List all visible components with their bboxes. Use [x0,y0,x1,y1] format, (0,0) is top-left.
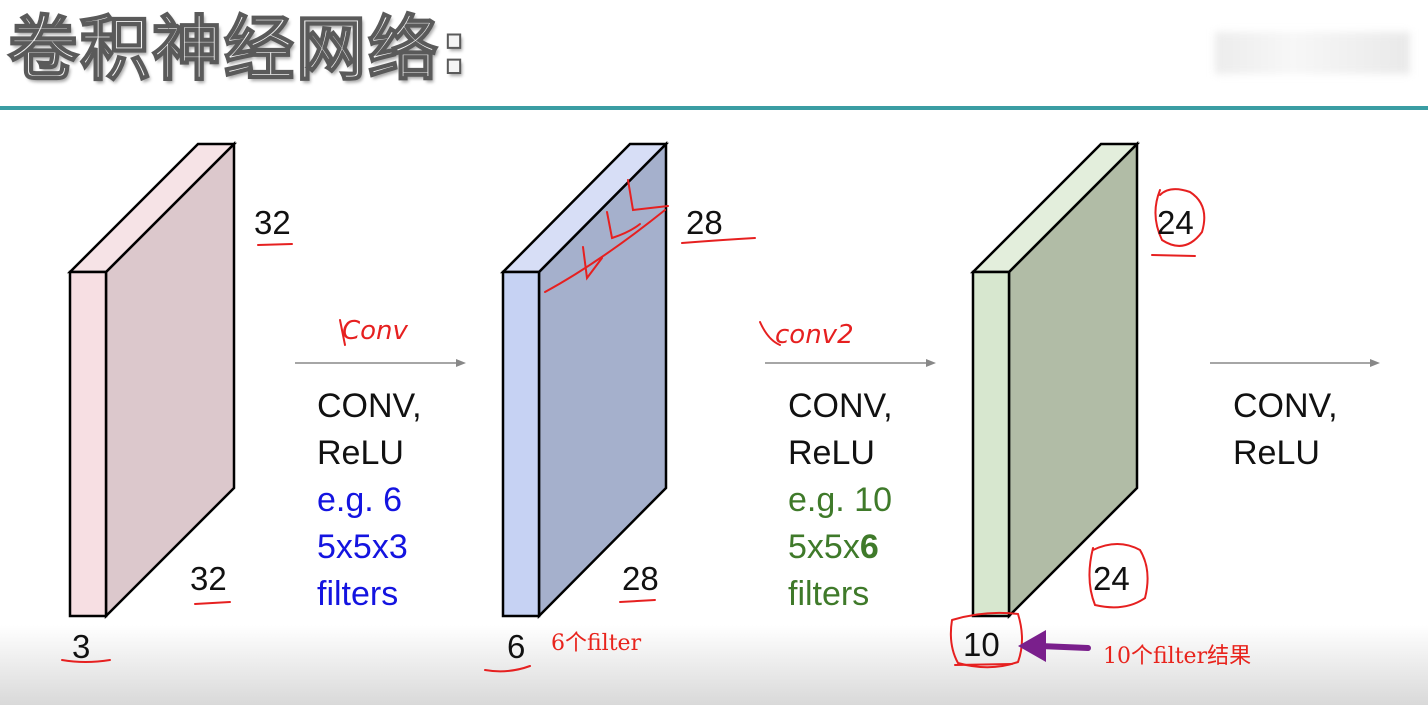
volume-3-height-label: 24 [1157,204,1194,241]
conv-block-3: CONV, ReLU [1233,383,1338,477]
volume-3-depth-label: 10 [963,626,1000,663]
volume-3-width-label: 24 [1093,560,1130,597]
volume-2-height-label: 28 [686,204,723,241]
handwritten-marks [61,179,1206,673]
conv2-size: 5x5x6 [788,524,893,571]
slide-title: 卷积神经网络: [7,7,470,91]
conv-block-2: CONV, ReLU e.g. 10 5x5x6 filters [788,383,893,618]
conv1-unit: filters [317,575,399,613]
conv2-size-prefix: 5x5x [788,528,860,566]
conv2-eg: e.g. 10 [788,481,892,519]
volume-1-height-label: 32 [254,204,291,241]
handnote-conv1: Conv [342,316,408,346]
bottom-gradient [0,625,1428,705]
conv1-eg: e.g. 6 [317,481,403,519]
arrow-2 [765,359,936,367]
handnote-conv2: conv2 [775,320,854,350]
title-divider [0,106,1428,110]
volume-2-depth-label: 6 [507,628,526,665]
conv3-op: CONV, [1233,387,1338,425]
volume-1-width-label: 32 [190,560,227,597]
conv2-size-bold: 6 [859,528,879,566]
conv1-op: CONV, [317,387,422,425]
arrow-1 [295,359,466,367]
conv3-act: ReLU [1233,434,1320,472]
conv1-size: 5x5x3 [317,528,408,566]
blurred-watermark [1215,32,1410,74]
conv2-unit: filters [788,575,870,613]
arrow-3 [1210,359,1380,367]
conv2-op: CONV, [788,387,893,425]
purple-arrow [1018,630,1091,662]
annotation-six-filter: 6个filter [551,631,642,656]
conv2-act: ReLU [788,434,875,472]
conv-block-1: CONV, ReLU e.g. 6 5x5x3 filters [317,383,422,618]
volume-3 [969,140,1141,620]
annotation-ten-filter: 10个filter结果 [1103,644,1252,669]
volume-1 [66,140,238,620]
conv1-act: ReLU [317,434,404,472]
volume-2 [499,140,670,620]
volume-2-width-label: 28 [622,560,659,597]
volume-1-depth-label: 3 [72,628,91,665]
